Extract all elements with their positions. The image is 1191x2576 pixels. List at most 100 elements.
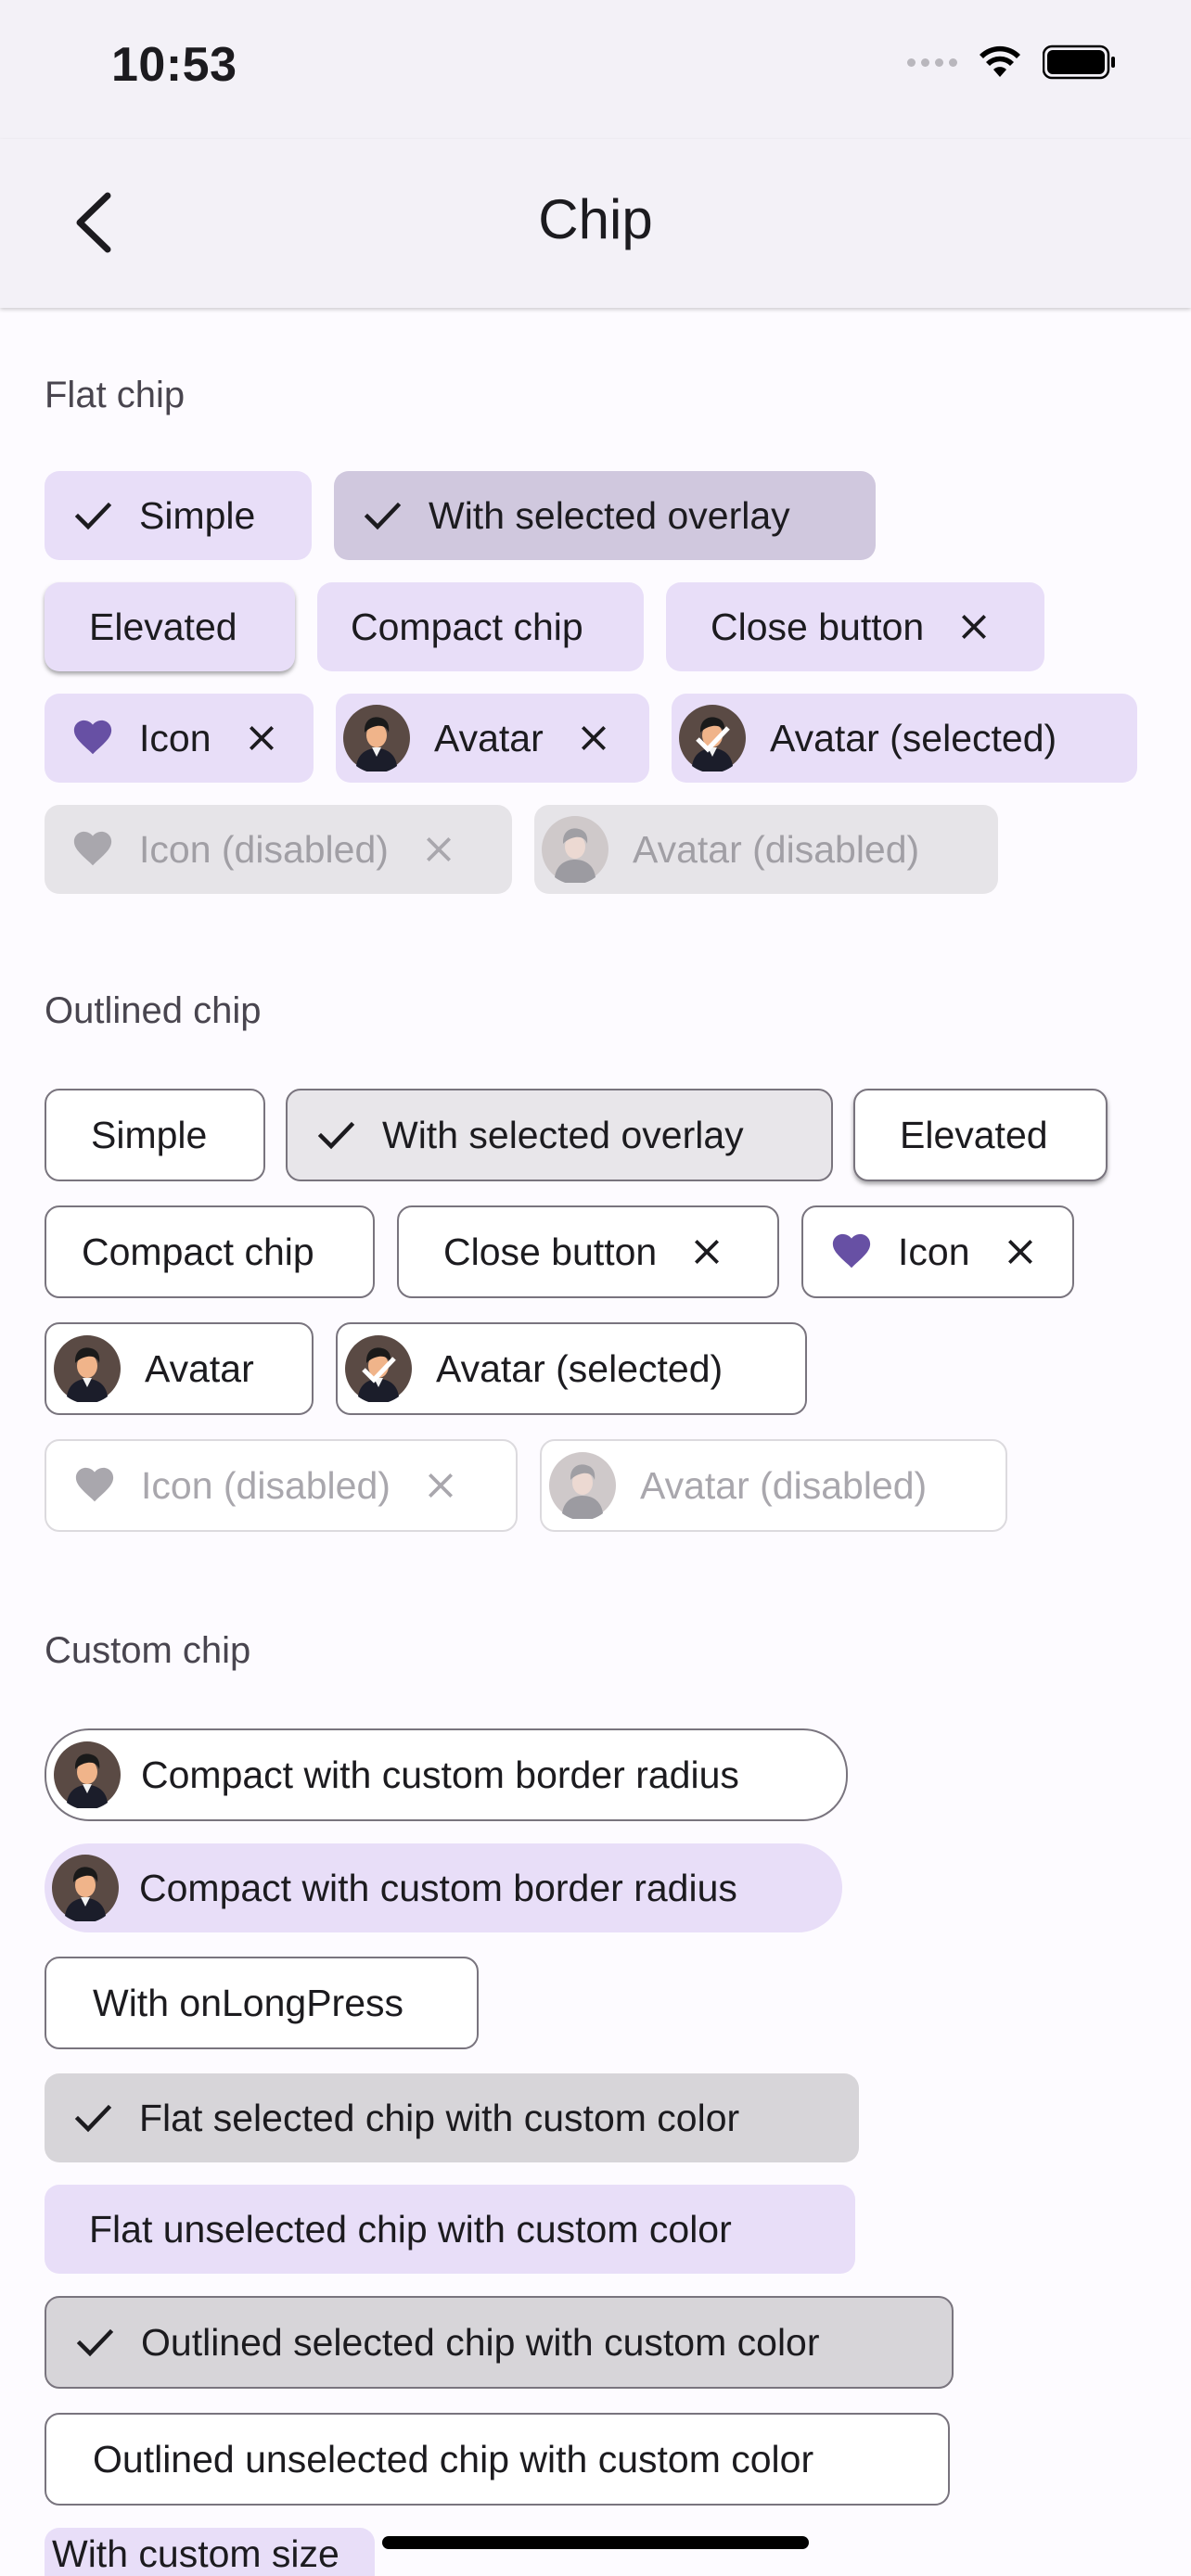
chip-label: Icon [139,716,211,759]
chip-label: Close button [711,605,925,648]
check-icon [70,2096,115,2140]
chip-label: With selected overlay [382,1113,744,1156]
status-time: 10:53 [111,38,237,92]
chip-label: Compact with custom border radius [139,1866,737,1909]
section-title-custom: Custom chip [45,1630,251,1671]
flat-chip-simple[interactable]: Simple [45,471,312,560]
wifi-icon [980,45,1020,77]
avatar-selected-icon [345,1335,412,1402]
outlined-row-2: Compact chip Close button Icon [45,1205,1074,1298]
flat-chip-elevated[interactable]: Elevated [45,582,295,671]
avatar-icon [54,1741,121,1808]
outlined-row-3: Avatar Avatar (selected) [45,1322,807,1415]
outlined-chip-close-button[interactable]: Close button [397,1205,779,1298]
close-icon[interactable] [239,716,284,760]
close-icon[interactable] [998,1230,1043,1274]
section-title-outlined: Outlined chip [45,990,262,1031]
custom-chip-outlined-selected-color[interactable]: Outlined selected chip with custom color [45,2296,954,2389]
outlined-chip-compact[interactable]: Compact chip [45,1205,375,1298]
chip-label: Icon [898,1230,970,1273]
custom-chip-long-press[interactable]: With onLongPress [45,1957,479,2049]
chip-label: Icon (disabled) [141,1463,391,1507]
chip-label: Avatar [434,716,544,759]
chip-label: Elevated [900,1113,1048,1156]
cellular-signal-icon [907,57,957,67]
chip-label: Close button [443,1230,658,1273]
avatar-selected-icon [679,705,746,772]
flat-chip-avatar[interactable]: Avatar [336,694,649,783]
chip-label: Avatar (selected) [436,1346,724,1390]
chip-label: Avatar (disabled) [633,827,920,871]
heart-icon [70,716,115,760]
chip-label: Compact chip [82,1230,314,1273]
outlined-chip-selected-overlay[interactable]: With selected overlay [286,1089,833,1181]
status-icons [907,45,1117,80]
flat-row-3: Icon Avatar Avatar (selected) [45,694,1137,783]
custom-chip-flat-selected-color[interactable]: Flat selected chip with custom color [45,2073,859,2162]
back-arrow-icon [76,192,111,253]
flat-chip-close-button[interactable]: Close button [666,582,1044,671]
page-title: Chip [538,188,653,250]
outlined-chip-avatar[interactable]: Avatar [45,1322,314,1415]
chip-label: With selected overlay [429,493,790,537]
heart-icon [829,1230,874,1274]
flat-row-4: Icon (disabled) Avatar (disabled) [45,805,998,894]
outlined-row-1: Simple With selected overlay Elevated [45,1089,1108,1181]
avatar-icon [343,705,410,772]
close-icon[interactable] [571,716,616,760]
custom-chip-flat-radius[interactable]: Compact with custom border radius [45,1843,842,1932]
section-title-flat: Flat chip [45,375,186,415]
check-icon [72,2320,117,2365]
chip-label: Simple [139,493,256,537]
chip-label: Simple [91,1113,208,1156]
outlined-row-4: Icon (disabled) Avatar (disabled) [45,1439,1007,1532]
check-icon [314,1113,358,1157]
back-button[interactable] [56,185,130,260]
close-icon [416,827,461,872]
flat-chip-selected-overlay[interactable]: With selected overlay [334,471,876,560]
flat-chip-icon-disabled: Icon (disabled) [45,805,512,894]
avatar-icon [52,1855,119,1921]
chip-label: Compact with custom border radius [141,1753,739,1796]
chip-label: Avatar [145,1346,254,1390]
chip-label: With custom size [52,2532,339,2575]
flat-row-2: Elevated Compact chip Close button [45,582,1044,671]
chip-label: Avatar (selected) [770,716,1057,759]
avatar-icon [549,1452,616,1519]
outlined-chip-simple[interactable]: Simple [45,1089,265,1181]
close-icon[interactable] [952,605,996,649]
flat-chip-compact[interactable]: Compact chip [317,582,644,671]
chip-label: Flat selected chip with custom color [139,2096,740,2139]
outlined-chip-elevated[interactable]: Elevated [853,1089,1108,1181]
custom-chip-flat-unselected-color[interactable]: Flat unselected chip with custom color [45,2185,855,2274]
heart-icon [72,1463,117,1508]
battery-icon [1043,45,1115,80]
flat-chip-avatar-disabled: Avatar (disabled) [534,805,998,894]
home-indicator[interactable] [382,2536,809,2549]
flat-row-1: Simple With selected overlay [45,471,876,560]
chip-label: Avatar (disabled) [640,1463,928,1507]
custom-chip-outlined-radius[interactable]: Compact with custom border radius [45,1728,848,1821]
check-icon [70,493,115,538]
avatar-icon [54,1335,121,1402]
outlined-chip-avatar-disabled: Avatar (disabled) [540,1439,1007,1532]
flat-chip-avatar-selected[interactable]: Avatar (selected) [672,694,1137,783]
close-icon[interactable] [685,1230,729,1274]
chip-label: Outlined unselected chip with custom col… [93,2437,814,2480]
chip-label: With onLongPress [93,1981,404,2024]
chip-label: Elevated [89,605,237,648]
chip-label: Outlined selected chip with custom color [141,2320,820,2364]
heart-icon [70,827,115,872]
check-icon [360,493,404,538]
close-icon [418,1463,463,1508]
flat-chip-icon[interactable]: Icon [45,694,314,783]
app-bar: Chip [0,139,1191,308]
custom-chip-outlined-unselected-color[interactable]: Outlined unselected chip with custom col… [45,2413,950,2506]
chip-label: Flat unselected chip with custom color [89,2207,732,2251]
outlined-chip-avatar-selected[interactable]: Avatar (selected) [336,1322,807,1415]
avatar-icon [542,816,608,883]
chip-label: Icon (disabled) [139,827,389,871]
outlined-chip-icon-disabled: Icon (disabled) [45,1439,518,1532]
outlined-chip-icon[interactable]: Icon [801,1205,1074,1298]
custom-chip-custom-size[interactable]: With custom size [45,2528,375,2576]
